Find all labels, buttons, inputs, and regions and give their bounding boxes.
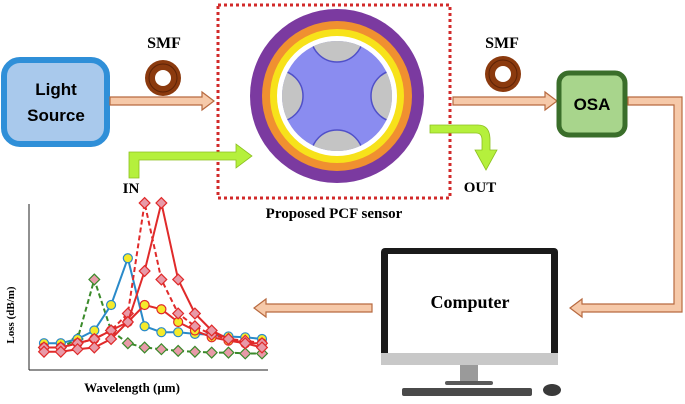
chart-point-3-6 (138, 196, 151, 210)
chart-point-1-6 (139, 321, 150, 332)
chart-point-0-3 (88, 273, 101, 286)
computer-icon: Computer (381, 248, 561, 396)
chart-point-0-6 (138, 341, 151, 354)
loss-spectrum-chart: Loss (dB/m) Wavelength (μm) (5, 196, 269, 395)
chart-point-4-10 (205, 324, 218, 337)
in-arrow (128, 143, 253, 179)
chart-point-4-3 (88, 341, 101, 354)
sensor-caption: Proposed PCF sensor (266, 206, 403, 222)
keyboard-icon (402, 388, 532, 396)
smf-left-label: SMF (147, 35, 181, 52)
chart-point-3-3 (88, 332, 101, 346)
chart-point-3-7 (155, 273, 168, 286)
pcf-sensor-cross-section (250, 9, 424, 183)
chart-series-group (37, 196, 269, 360)
chart-point-0-9 (188, 345, 202, 358)
light-source-label-1: Light (35, 80, 77, 99)
chart-point-4-5 (121, 315, 135, 329)
chart-point-4-2 (71, 342, 84, 356)
arrow-osa-to-computer (569, 96, 683, 319)
chart-point-0-12 (239, 347, 252, 360)
computer-label: Computer (431, 292, 510, 312)
osa-label: OSA (574, 95, 611, 114)
chart-point-4-4 (104, 332, 118, 346)
chart-point-2-7 (156, 304, 167, 315)
chart-point-4-8 (171, 273, 185, 286)
arrow-computer-to-graph (253, 297, 373, 319)
chart-series-line-1 (44, 254, 263, 345)
chart-point-3-9 (188, 320, 202, 333)
chart-point-1-8 (173, 327, 184, 338)
chart-point-2-6 (139, 299, 150, 311)
chart-point-4-7 (155, 196, 168, 210)
air-holes (282, 41, 392, 151)
arrow-source-to-sensor (109, 90, 215, 112)
chart-point-3-4 (104, 324, 118, 337)
sensor-frame (216, 3, 452, 200)
chart-y-label: Loss (dB/m) (5, 286, 17, 343)
chart-point-0-10 (205, 346, 218, 359)
chart-point-0-7 (155, 342, 168, 356)
chart-point-4-6 (138, 264, 151, 278)
arrow-sensor-to-osa (452, 90, 558, 112)
chart-point-4-0 (37, 345, 51, 358)
chart-point-0-8 (171, 344, 185, 358)
chart-point-4-13 (255, 341, 269, 354)
chart-point-4-1 (54, 345, 67, 358)
mouse-icon (543, 384, 561, 396)
chart-x-label: Wavelength (μm) (84, 380, 180, 395)
osa-block: OSA (556, 70, 628, 138)
out-label: OUT (464, 180, 497, 196)
chart-point-4-11 (222, 332, 235, 346)
smf-right-label: SMF (485, 35, 519, 52)
smf-coil-left-icon (145, 60, 181, 96)
chart-point-1-5 (122, 253, 133, 264)
chart-point-3-8 (171, 307, 185, 320)
chart-point-1-4 (105, 299, 117, 311)
out-arrow (429, 124, 498, 171)
chart-point-0-11 (222, 346, 235, 359)
chart-point-1-7 (156, 327, 167, 338)
chart-point-4-9 (188, 307, 202, 320)
light-source-block: Light Source (1, 57, 110, 147)
in-label: IN (123, 181, 140, 197)
chart-point-0-5 (121, 337, 135, 350)
chart-series-line-3 (44, 202, 263, 349)
smf-coil-right-icon (485, 56, 521, 92)
light-source-label-2: Source (27, 106, 85, 125)
chart-point-4-12 (239, 337, 252, 350)
